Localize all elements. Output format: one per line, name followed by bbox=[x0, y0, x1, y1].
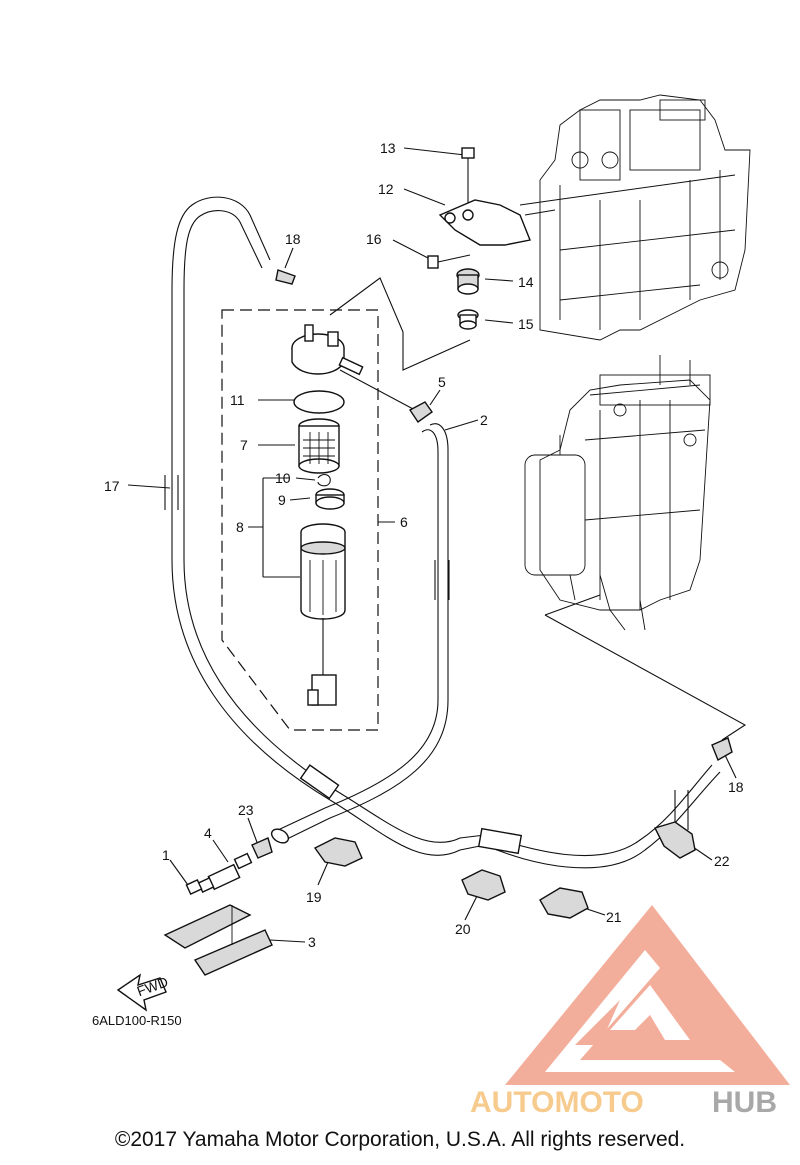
automotohub-logo: AUTOMOTO HUB bbox=[470, 905, 790, 1119]
clamp-19 bbox=[313, 837, 363, 867]
callout-19: 19 bbox=[306, 889, 322, 905]
leader-lines bbox=[127, 147, 747, 943]
callout-7: 7 bbox=[240, 437, 248, 453]
clamp-20 bbox=[461, 869, 506, 901]
bolt-1 bbox=[185, 879, 203, 895]
callout-21: 21 bbox=[606, 909, 622, 925]
diagram-code: 6ALD100-R150 bbox=[92, 1013, 182, 1028]
clip-10 bbox=[317, 473, 331, 487]
collar-15 bbox=[457, 309, 479, 330]
callout-10: 10 bbox=[275, 470, 291, 486]
hose-17 bbox=[164, 196, 721, 869]
joint-4 bbox=[197, 852, 253, 893]
clip-18-lower bbox=[711, 737, 733, 762]
callout-3: 3 bbox=[308, 934, 316, 950]
callout-9: 9 bbox=[278, 492, 286, 508]
vapor-separator-assembly bbox=[524, 355, 711, 631]
callout-13: 13 bbox=[380, 140, 396, 156]
logo-text-hub: HUB bbox=[712, 1086, 777, 1119]
float-9 bbox=[315, 488, 345, 510]
clamp-22 bbox=[654, 821, 696, 859]
filter-assembly-box bbox=[221, 309, 379, 731]
clamp-21 bbox=[539, 887, 589, 919]
callout-6: 6 bbox=[400, 514, 408, 530]
callout-22: 22 bbox=[714, 853, 730, 869]
filter-cup-8 bbox=[300, 523, 346, 706]
bolt-13 bbox=[461, 147, 475, 205]
clip-5 bbox=[408, 401, 433, 423]
callout-18-upper: 18 bbox=[285, 231, 301, 247]
callout-11: 11 bbox=[230, 392, 245, 408]
screw-16 bbox=[427, 254, 471, 269]
callout-2: 2 bbox=[480, 412, 488, 428]
callout-1: 1 bbox=[162, 847, 170, 863]
callout-15: 15 bbox=[518, 316, 534, 332]
hose-2 bbox=[270, 423, 450, 844]
clip-23 bbox=[251, 837, 273, 859]
callout-12: 12 bbox=[378, 181, 394, 197]
copyright-notice: ©2017 Yamaha Motor Corporation, U.S.A. A… bbox=[114, 1128, 686, 1151]
callout-5: 5 bbox=[438, 374, 446, 390]
callouts: 13 12 16 18 14 15 5 11 2 7 10 17 9 6 8 1… bbox=[104, 140, 744, 950]
grommet-14 bbox=[456, 268, 480, 295]
bracket-12 bbox=[438, 199, 531, 246]
filter-head bbox=[291, 324, 364, 376]
cover-3 bbox=[163, 904, 273, 976]
callout-20: 20 bbox=[455, 921, 471, 937]
callout-16: 16 bbox=[366, 231, 382, 247]
callout-18-lower: 18 bbox=[728, 779, 744, 795]
clip-18-upper bbox=[275, 269, 296, 285]
callout-23: 23 bbox=[238, 802, 254, 818]
callout-8: 8 bbox=[236, 519, 244, 535]
callout-17: 17 bbox=[104, 478, 120, 494]
logo-text-automoto: AUTOMOTO bbox=[470, 1086, 644, 1119]
filter-element-7 bbox=[298, 418, 340, 474]
callout-4: 4 bbox=[204, 825, 212, 841]
fwd-arrow: FWD bbox=[116, 973, 170, 1012]
callout-14: 14 bbox=[518, 274, 534, 290]
o-ring-11 bbox=[293, 390, 345, 414]
engine-block-upper bbox=[519, 94, 751, 341]
